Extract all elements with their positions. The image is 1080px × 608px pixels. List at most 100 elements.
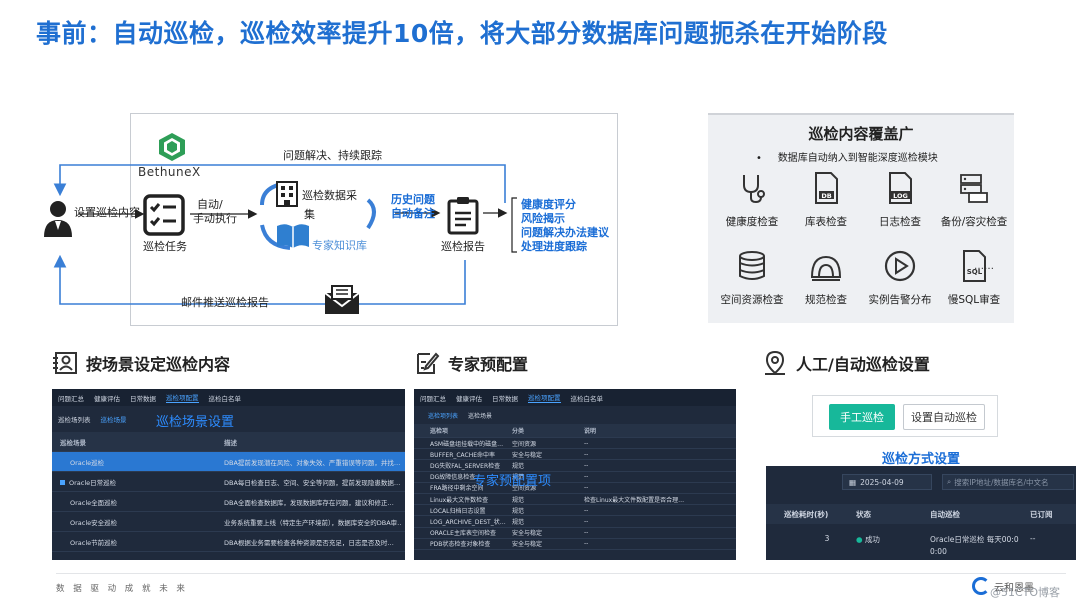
table-row[interactable]: DG失败FAL_SERVER检查规范--	[414, 460, 736, 472]
nav-tab-active[interactable]: 巡检项配置	[166, 394, 199, 403]
cell: DBA每日检查日志、空间、安全等问题，提前发现隐患数据…	[224, 478, 401, 487]
table-row[interactable]: Oracle全面巡检 DBA全面检查数据库，发现数据库存在问题，建议和修正…	[52, 492, 405, 512]
result-item: 问题解决办法建议	[521, 226, 609, 239]
column-header: 巡检场景	[60, 438, 86, 447]
nav-tab-active[interactable]: 巡检项配置	[528, 394, 561, 403]
coverage-item-backup: 备份/容灾检查	[934, 171, 1014, 229]
brand-name: BethuneX	[138, 165, 201, 179]
cell: 安全与稳定	[512, 530, 543, 538]
watermark: @51CTO博客	[990, 586, 1061, 599]
search-icon: ⌕	[947, 477, 952, 486]
table-row[interactable]: LOG_ARCHIVE_DEST_状…规范--	[414, 516, 736, 528]
nav-tab[interactable]: 日常数据	[492, 394, 518, 403]
cell: ● 成功	[848, 530, 926, 558]
cell: --	[584, 439, 589, 447]
play-circle-icon	[884, 250, 916, 282]
task-checklist-icon	[143, 194, 185, 236]
cell: --	[584, 473, 589, 481]
table-row[interactable]: ORACLE主库表空间检查 安全与稳定 --	[414, 528, 736, 539]
mode-title: 巡检方式设置	[881, 452, 960, 467]
checkbox-icon[interactable]	[60, 479, 65, 485]
table-row[interactable]: DG故障信息检查规范--	[414, 472, 736, 483]
nav-tab[interactable]: 健康评估	[94, 394, 120, 403]
cell: --	[584, 529, 589, 537]
coverage-label: 慢SQL审查	[947, 294, 1001, 306]
coverage-item-log: LOG 日志检查	[860, 171, 940, 229]
bullet: •	[756, 153, 762, 164]
bethunex-logo-icon	[159, 133, 185, 161]
table-row[interactable]: PDB状态检查对象检查安全与稳定--	[414, 539, 736, 550]
log-file-icon: LOG	[889, 172, 912, 204]
cell: ORACLE主库表空间检查	[430, 530, 496, 538]
cell: Oracle日常巡检	[52, 477, 224, 487]
status-dot-icon: ●	[856, 535, 865, 544]
table-row[interactable]: Oracle巡检 DBA提前发现潜在风险、对象失效、严重错误等问题，并找…	[52, 452, 405, 472]
auto-manual-label-1: 自动/	[197, 198, 223, 211]
table-row[interactable]: LOCAL归档日志设置规范--	[414, 505, 736, 517]
cell: DG失败FAL_SERVER检查	[430, 462, 501, 470]
data-building-icon	[276, 181, 298, 207]
svg-text:DB: DB	[821, 192, 831, 200]
search-input[interactable]: ⌕ 搜索IP地址/数据库名/中文名	[942, 474, 1074, 490]
table-row[interactable]: Linux最大文件数检查规范检查Linux最大文件数配置是否合理…	[414, 494, 736, 506]
subtab[interactable]: 巡检场列表	[58, 416, 91, 424]
svg-text:LOG: LOG	[893, 192, 908, 200]
column-header: 说明	[584, 428, 597, 435]
coverage-label: 日志检查	[879, 216, 921, 228]
table-row[interactable]: Oracle安全巡检 业务系统重要上线（特定生产环境前），数据库安全的DBA审…	[52, 512, 405, 532]
subtab-bar: 巡检场列表 巡检场景 巡检场景设置	[52, 406, 405, 432]
result-item: 健康度评分	[521, 198, 576, 211]
nav-tab[interactable]: 健康评估	[456, 394, 482, 403]
user-icon	[44, 201, 72, 237]
stethoscope-icon	[743, 175, 765, 204]
feedback-label: 问题解决、持续跟踪	[283, 149, 382, 162]
cell-text: 0:00	[930, 547, 947, 556]
subtab[interactable]: 巡检场景	[468, 412, 493, 420]
date-picker[interactable]: ▦ 2025-04-09	[842, 474, 932, 490]
cell: LOCAL归档日志设置	[430, 507, 486, 515]
coverage-item-table: DB 库表检查	[786, 171, 866, 229]
table-row[interactable]: BUFFER_CACHE命中率安全与稳定--	[414, 449, 736, 461]
sql-file-icon: SQL	[963, 250, 986, 282]
cell: 安全与稳定	[512, 541, 543, 549]
nav-tab[interactable]: 巡检白名单	[570, 394, 604, 403]
cell: BUFFER_CACHE命中率	[430, 451, 496, 459]
cell: DBA提前发现潜在风险、对象失效、严重错误等问题，并找…	[224, 458, 401, 467]
expert-screenshot: 问题汇总 健康评估 日常数据 巡检项配置 巡检白名单 巡检项列表 巡检场景 巡检…	[414, 389, 736, 560]
schedule-table-header: 巡检耗时(秒) 状态 自动巡检 已订阅	[766, 504, 1076, 524]
column-header: 分类	[512, 428, 525, 435]
footer-slogan: 数 据 驱 动 成 就 未 来	[56, 584, 188, 594]
table-row[interactable]: Oracle节前巡检 DBA根据业务需要检查各种资源是否充足，日志是否及时…	[52, 532, 405, 552]
cell-text: Oracle日常巡检 每天00:0	[930, 535, 1019, 544]
history-label-1: 历史问题	[391, 193, 435, 206]
table-row[interactable]: Oracle日常巡检 DBA每日检查日志、空间、安全等问题，提前发现隐患数据…	[52, 472, 405, 492]
knowledge-base-label: 专家知识库	[312, 239, 367, 252]
coverage-label: 实例告警分布	[868, 294, 932, 306]
coverage-subtitle-text: 数据库自动纳入到智能深度巡检模块	[777, 153, 938, 164]
cell: DG故障信息检查	[430, 474, 476, 482]
section-title: 按场景设定巡检内容	[86, 355, 231, 374]
cell: ASM磁盘组挂载中的磁盘…	[430, 440, 504, 448]
nav-tab[interactable]: 日常数据	[130, 394, 156, 403]
cell: --	[584, 461, 589, 469]
cell: 空间资源	[512, 485, 537, 493]
cell: 规范	[512, 507, 525, 515]
coverage-item-sql: SQL 慢SQL审查	[934, 249, 1014, 307]
manual-inspection-button[interactable]: 手工巡检	[829, 404, 895, 430]
subtab-active[interactable]: 巡检场景	[100, 416, 127, 424]
expert-rows: ASM磁盘组挂载中的磁盘…空间资源--BUFFER_CACHE命中率安全与稳定-…	[414, 438, 736, 550]
coverage-label: 规范检查	[805, 294, 847, 306]
table-row[interactable]: FRA路径中剩余空间空间资源--	[414, 483, 736, 494]
subtab-active[interactable]: 巡检项列表	[428, 412, 459, 420]
coverage-item-space: 空间资源检查	[712, 249, 792, 307]
cell: Linux最大文件数检查	[430, 496, 489, 504]
table-row[interactable]: ASM磁盘组挂载中的磁盘…空间资源--	[414, 438, 736, 450]
auto-inspection-button[interactable]: 设置自动巡检	[903, 404, 985, 430]
nav-tab[interactable]: 巡检白名单	[208, 394, 242, 403]
section-auto-header: 人工/自动巡检设置	[762, 350, 930, 376]
nav-tab[interactable]: 问题汇总	[420, 394, 446, 403]
date-value: 2025-04-09	[860, 477, 904, 487]
coverage-label: 库表检查	[805, 216, 847, 228]
nav-tab[interactable]: 问题汇总	[58, 394, 84, 403]
